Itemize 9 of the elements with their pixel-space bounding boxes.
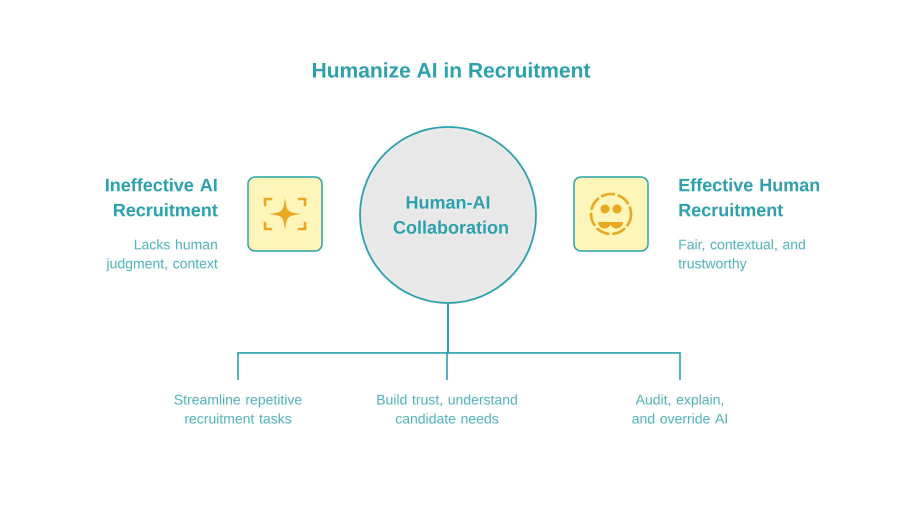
description: Fair, contextual, and trustworthy xyxy=(678,239,805,272)
heading: Ineffective AI Recruitment xyxy=(106,178,218,216)
title: Humanize AI in Recruitment xyxy=(312,62,590,78)
description: Lacks human judgment, context xyxy=(106,239,218,272)
branch-text: Audit, explain, and override AI xyxy=(632,394,727,424)
branch-text: Streamline repetitive recruitment tasks xyxy=(174,394,302,424)
heading: Effective Human Recruitment xyxy=(679,178,820,216)
connector-line xyxy=(447,304,681,380)
branch-text: Build trust, understand candidate needs xyxy=(377,394,517,424)
